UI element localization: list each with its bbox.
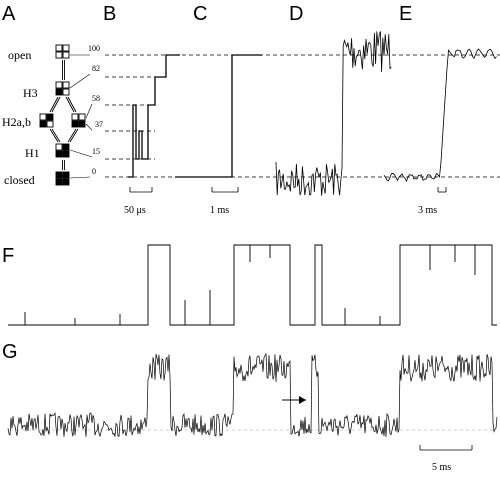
scale-label-b: 50 μs xyxy=(124,205,146,216)
subunit-icon-closed xyxy=(55,171,70,186)
state-label-open: open xyxy=(8,48,31,62)
trace-panel-g xyxy=(7,352,498,438)
trace-panel-d xyxy=(275,31,392,196)
panel-letter-d: D xyxy=(289,3,303,25)
state-label-h3: H3 xyxy=(23,86,38,100)
subunit-icon-h1 xyxy=(55,143,70,158)
panel-letter-c: C xyxy=(193,3,207,25)
trace-panel-c xyxy=(175,54,262,178)
level-37: 37 xyxy=(95,120,103,129)
leader-lines xyxy=(69,54,93,179)
panel-letter-b: B xyxy=(103,3,116,25)
panel-letter-a: A xyxy=(2,3,16,25)
level-100: 100 xyxy=(88,44,100,53)
state-label-closed: closed xyxy=(4,173,35,187)
subunit-icon-open xyxy=(55,44,70,59)
scale-bar-e: 3 ms xyxy=(418,187,447,216)
scale-bar-b: 50 μs xyxy=(124,187,153,216)
scale-label-c: 1 ms xyxy=(210,205,229,216)
level-15: 15 xyxy=(92,147,100,156)
trace-panel-b xyxy=(128,54,180,178)
subunit-icon-h2a xyxy=(39,113,54,128)
reference-lines xyxy=(105,54,500,178)
trace-panel-f xyxy=(8,244,497,326)
level-82: 82 xyxy=(92,64,100,73)
panel-letter-e: E xyxy=(399,3,412,25)
scheme-diagram xyxy=(39,44,86,186)
state-label-h2ab: H2a,b xyxy=(2,115,31,129)
arrow-icon xyxy=(282,396,306,404)
trace-panel-e xyxy=(383,48,497,183)
panel-letter-f: F xyxy=(2,245,14,267)
level-58: 58 xyxy=(92,94,100,103)
subunit-icon-h2b xyxy=(71,113,86,128)
scale-bar-g: 5 ms xyxy=(419,445,473,473)
scale-label-g: 5 ms xyxy=(432,462,451,473)
subunit-icon-h3 xyxy=(55,81,70,96)
level-0: 0 xyxy=(92,167,96,176)
scale-bar-c: 1 ms xyxy=(210,187,239,216)
scale-label-e: 3 ms xyxy=(418,205,437,216)
state-label-h1: H1 xyxy=(25,146,40,160)
panel-letter-g: G xyxy=(2,341,18,363)
